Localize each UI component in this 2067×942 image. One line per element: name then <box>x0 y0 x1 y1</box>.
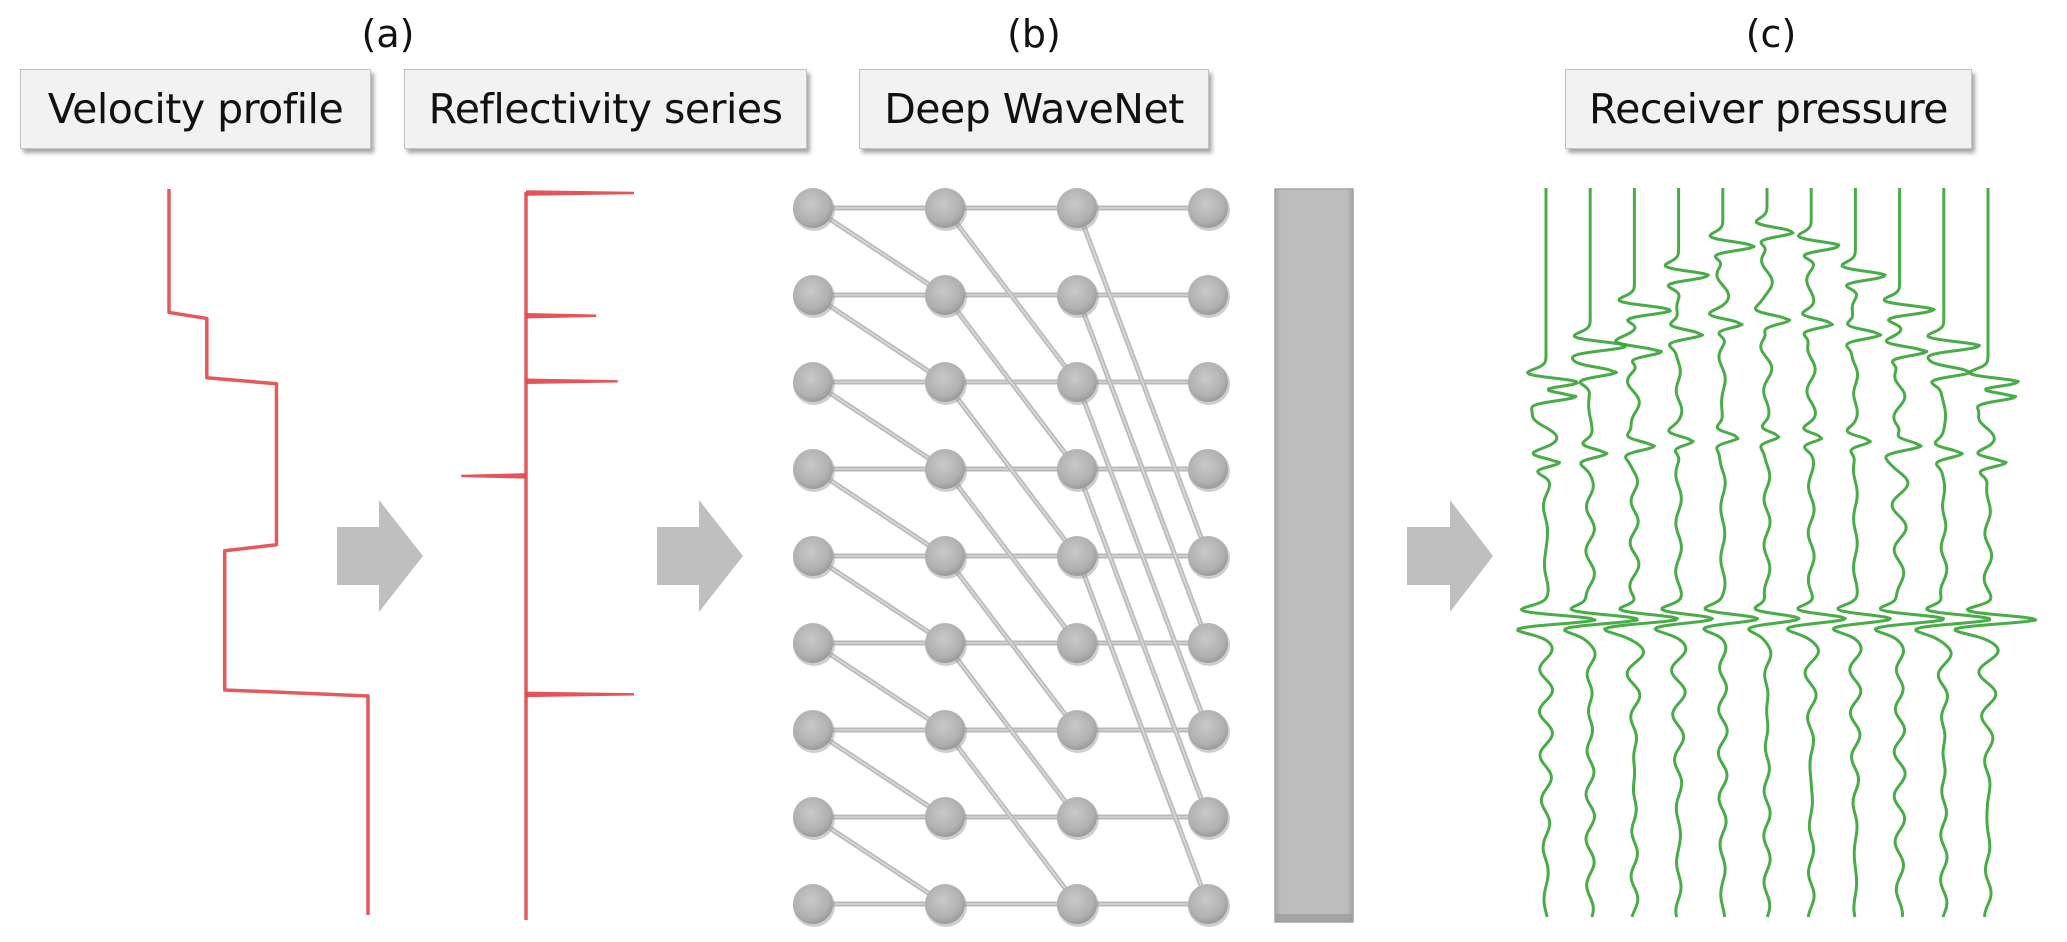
network-node <box>1057 884 1097 924</box>
dilated-edge-highlight <box>1076 468 1209 818</box>
network-node <box>793 710 833 750</box>
reflectivity-spike <box>461 473 526 479</box>
network-node <box>1188 188 1228 228</box>
dilated-edge-highlight <box>944 381 1078 557</box>
network-node <box>1057 710 1097 750</box>
network-node <box>925 188 965 228</box>
reflectivity-spike <box>526 190 634 196</box>
dilated-edge-highlight <box>1076 381 1209 731</box>
dilated-edge-highlight <box>944 207 1078 383</box>
receiver-trace <box>1914 188 1992 918</box>
dilated-edge-highlight <box>812 642 946 731</box>
dilated-edge-highlight <box>812 294 946 383</box>
network-node <box>793 362 833 402</box>
reflectivity-series-plot <box>461 190 634 920</box>
dilated-edge-highlight <box>944 729 1078 905</box>
receiver-trace <box>1953 188 2038 917</box>
dilated-edge-highlight <box>812 816 946 905</box>
network-edges <box>811 205 1211 907</box>
dilated-edge-highlight <box>944 642 1078 818</box>
network-node <box>925 536 965 576</box>
dilated-edge-highlight <box>812 468 946 557</box>
network-node <box>1057 449 1097 489</box>
network-node <box>793 797 833 837</box>
velocity-profile-label: Velocity profile <box>20 69 371 149</box>
network-node <box>793 449 833 489</box>
network-node <box>1188 275 1228 315</box>
dilated-edge-highlight <box>944 294 1078 470</box>
network-node <box>793 275 833 315</box>
dilated-edge-highlight <box>1076 207 1209 557</box>
dilated-edge-highlight <box>1076 555 1209 905</box>
dilated-edge-highlight <box>812 729 946 818</box>
network-node <box>1057 275 1097 315</box>
network-node <box>925 275 965 315</box>
dilated-edge-highlight <box>944 468 1078 644</box>
network-node <box>1188 884 1228 924</box>
receiver-trace <box>1873 188 1945 918</box>
network-node <box>1188 710 1228 750</box>
reflectivity-series-label: Reflectivity series <box>404 69 807 149</box>
network-node <box>1057 623 1097 663</box>
dilated-edge-highlight <box>812 555 946 644</box>
network-node <box>793 623 833 663</box>
output-bar-bevel <box>1276 914 1352 922</box>
velocity-curve <box>167 189 370 915</box>
network-node <box>925 449 965 489</box>
right-arrow-icon <box>657 500 743 612</box>
deep-wavenet-label: Deep WaveNet <box>859 69 1209 149</box>
reflectivity-spike <box>526 313 597 319</box>
network-node <box>925 884 965 924</box>
output-bar <box>1274 188 1354 923</box>
reflectivity-spike <box>526 691 634 698</box>
flow-arrows <box>337 500 1493 612</box>
dilated-edge-highlight <box>812 381 946 470</box>
wavenet-diagram <box>793 188 1354 927</box>
network-node <box>1057 797 1097 837</box>
receiver-trace <box>1747 188 1801 918</box>
receiver-pressure-plot <box>1516 188 2038 918</box>
network-node <box>793 188 833 228</box>
network-node <box>1057 188 1097 228</box>
receiver-pressure-label: Receiver pressure <box>1565 69 1972 149</box>
receiver-trace <box>1653 188 1714 918</box>
dilated-edge-highlight <box>812 207 946 296</box>
network-node <box>925 623 965 663</box>
network-node <box>1188 449 1228 489</box>
right-arrow-icon <box>1407 500 1493 612</box>
network-node <box>793 536 833 576</box>
network-node <box>1188 623 1228 663</box>
network-node <box>1057 362 1097 402</box>
right-arrow-icon <box>337 500 423 612</box>
receiver-trace <box>1563 188 1639 918</box>
network-node <box>925 797 965 837</box>
receiver-trace <box>1603 188 1679 918</box>
reflectivity-spike <box>526 378 618 385</box>
panel-letter-a: (a) <box>361 12 415 56</box>
network-node <box>1188 797 1228 837</box>
dilated-edge-highlight <box>944 555 1078 731</box>
panel-letter-c: (c) <box>1745 12 1797 56</box>
dilated-edge-highlight <box>1076 294 1209 644</box>
network-node <box>793 884 833 924</box>
network-node <box>1188 536 1228 576</box>
receiver-trace <box>1785 188 1847 918</box>
receiver-trace <box>1516 188 1597 918</box>
receiver-trace <box>1702 188 1760 918</box>
velocity-profile-plot <box>167 189 370 915</box>
network-node <box>925 710 965 750</box>
network-node <box>925 362 965 402</box>
receiver-trace <box>1831 188 1892 918</box>
network-node <box>1188 362 1228 402</box>
network-node <box>1057 536 1097 576</box>
panel-letter-b: (b) <box>1007 12 1061 56</box>
